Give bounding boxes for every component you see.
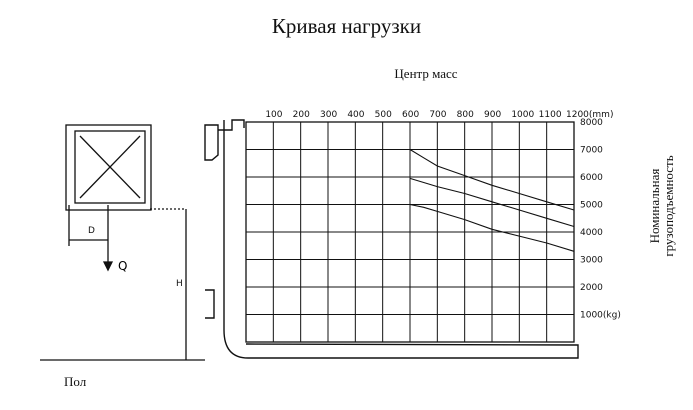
y-tick-label: 6000 [580, 173, 603, 183]
x-tick-labels: 100 200 300 400 500 600 700 800 900 1000 1100 1200(… [265, 110, 613, 120]
chart-grid [245, 121, 575, 343]
y-tick-label: 3000 [580, 256, 603, 266]
y-tick-label: 8000 [580, 118, 603, 128]
height-h-label: H [176, 279, 183, 289]
load-curves [409, 149, 575, 252]
x-tick-label: 900 [484, 110, 501, 120]
y-tick-label: 7000 [580, 146, 603, 156]
x-tick-label: 600 [402, 110, 419, 120]
x-tick-label: 1200(mm) [566, 110, 613, 120]
page-title: Кривая нагрузки [271, 14, 422, 38]
load-box-inner [74, 130, 146, 204]
x-tick-label: 1000 [511, 110, 534, 120]
x-tick-label: 500 [375, 110, 392, 120]
y-tick-label: 4000 [580, 228, 603, 238]
fork-outline [204, 119, 579, 359]
y-tick-label: 1000(kg) [580, 311, 621, 321]
x-tick-label: 400 [347, 110, 364, 120]
load-curve-1 [409, 149, 575, 211]
x-tick-label: 700 [429, 110, 446, 120]
x-tick-label: 300 [320, 110, 337, 120]
load-curve-3 [409, 203, 575, 252]
load-q-label: Q [118, 259, 127, 273]
load-arrow [102, 261, 114, 272]
dimension-d-label: D [88, 226, 95, 236]
x-tick-label: 100 [265, 110, 282, 120]
load-box-cross-2 [79, 135, 141, 199]
x-axis-label: Центр масс [394, 66, 458, 81]
y-tick-labels: 1000(kg) 2000 3000 4000 5000 6000 7000 8000 [580, 118, 621, 321]
y-tick-label: 5000 [580, 201, 603, 211]
floor-label: Пол [64, 374, 87, 389]
y-tick-label: 2000 [580, 283, 603, 293]
x-tick-label: 1100 [539, 110, 562, 120]
load-curve-2 [409, 177, 575, 228]
load-diagram [40, 124, 205, 361]
x-tick-label: 800 [457, 110, 474, 120]
x-tick-label: 200 [293, 110, 310, 120]
